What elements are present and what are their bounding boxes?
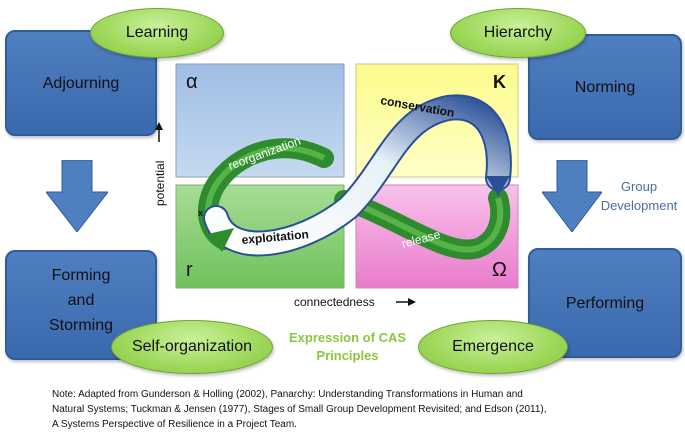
emergence-oval: Emergence: [418, 320, 568, 374]
r-symbol: r: [186, 259, 193, 281]
source-note: Note: Adapted from Gunderson & Holling (…: [52, 389, 547, 430]
self-organization-oval: Self-organization: [111, 320, 273, 374]
k-symbol: K: [493, 72, 506, 92]
cas-principles-label: Expression of CAS Principles: [288, 330, 407, 363]
omega-symbol: Ω: [492, 259, 507, 281]
adjourning-label: Adjourning: [42, 74, 120, 92]
performing-label: Performing: [565, 294, 645, 312]
performing-box: Performing: [528, 248, 682, 358]
forming-storming-label: Forming and Storming: [48, 266, 114, 334]
group-development-label: Group Development: [600, 179, 678, 213]
down-arrow-left-icon: [46, 160, 108, 232]
potential-axis-label: potential: [153, 161, 167, 206]
x-marker: x: [198, 208, 203, 218]
reorganization-arrowhead-icon: [208, 228, 234, 252]
norming-label: Norming: [574, 78, 636, 96]
learning-oval: Learning: [90, 8, 224, 58]
conservation-arrowhead-icon: [486, 176, 510, 196]
down-arrow-right-icon: [542, 160, 602, 232]
exploitation-label: exploitation: [241, 227, 309, 247]
alpha-symbol: α: [186, 71, 198, 93]
hierarchy-oval: Hierarchy: [450, 8, 586, 58]
connectedness-axis-label: connectedness: [294, 295, 375, 309]
panarchy-diagram: α K r Ω x reorganization conservation ex…: [153, 63, 519, 309]
